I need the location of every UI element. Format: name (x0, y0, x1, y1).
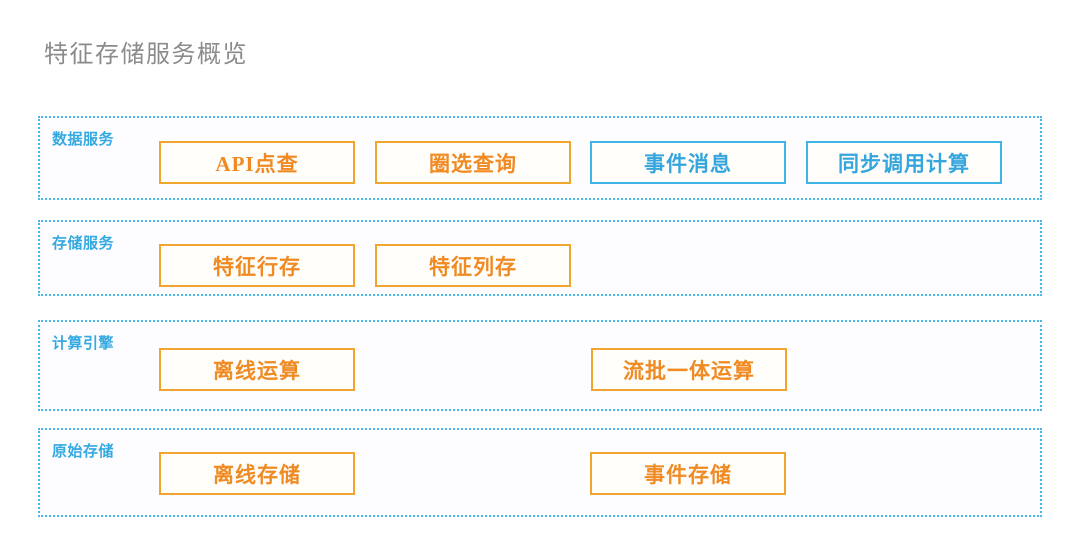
node-api-point-query[interactable]: API点查 (159, 141, 355, 184)
layer-compute-engine: 计算引擎离线运算 流批一体运算 (38, 320, 1042, 411)
layer-label-storage-service: 存储服务 (52, 236, 115, 252)
node-event-storage[interactable]: 事件存储 (590, 452, 786, 495)
node-offline-storage[interactable]: 离线存储 (159, 452, 355, 495)
layer-data-service: 数据服务 API点查圈选查询事件消息同步调用计算 (38, 116, 1042, 200)
layer-storage-service: 存储服务特征行存特征列存 (38, 220, 1042, 296)
node-stream-batch-compute[interactable]: 流批一体运算 (591, 348, 787, 391)
node-sync-invoke-compute[interactable]: 同步调用计算 (806, 141, 1002, 184)
node-offline-compute[interactable]: 离线运算 (159, 348, 355, 391)
layer-raw-storage: 原始存储离线存储 事件存储 (38, 428, 1042, 517)
node-circle-select-query[interactable]: 圈选查询 (375, 141, 571, 184)
layer-label-data-service: 数据服务 (52, 132, 115, 148)
node-event-message[interactable]: 事件消息 (590, 141, 786, 184)
page-title: 特征存储服务概览 (44, 41, 248, 68)
layer-label-compute-engine: 计算引擎 (52, 336, 115, 352)
node-feature-column-store[interactable]: 特征列存 (375, 244, 571, 287)
layer-label-raw-storage: 原始存储 (52, 444, 115, 460)
node-feature-row-store[interactable]: 特征行存 (159, 244, 355, 287)
